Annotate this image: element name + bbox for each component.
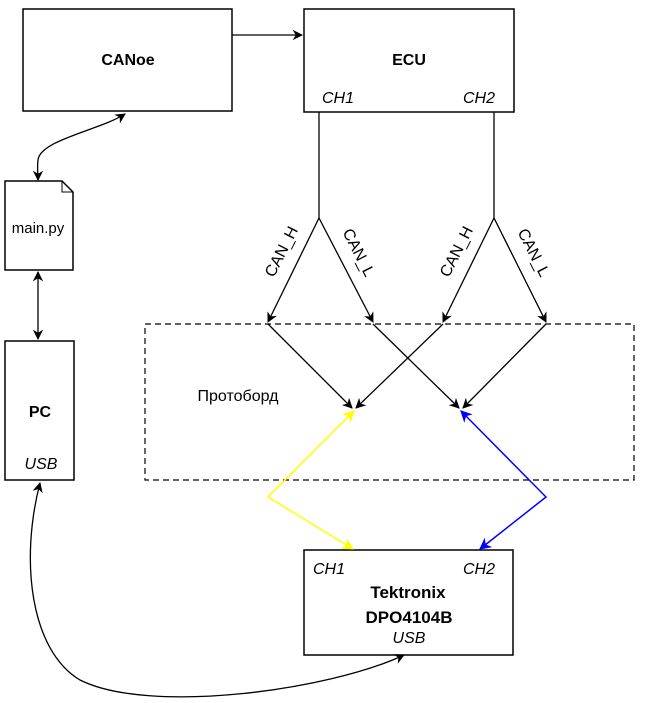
tektronix-ch1-label: CH1 — [313, 561, 345, 578]
protoboard: Протоборд — [144, 323, 635, 481]
can-h-label-ch1: CAN_H — [262, 224, 302, 280]
pc-label: PC — [29, 404, 52, 421]
probe-ch1-yellow — [266, 410, 355, 550]
protoboard-label: Протоборд — [198, 388, 280, 405]
can-l-label-ch2: CAN_L — [514, 226, 553, 280]
tektronix-ch2-label: CH2 — [463, 561, 495, 578]
ecu-label: ECU — [392, 52, 426, 69]
can-l-label-ch1: CAN_L — [339, 226, 378, 280]
ecu-ch1-label: CH1 — [322, 90, 354, 107]
pc-box: PC USB — [4, 340, 75, 481]
canoe-box: CANoe — [22, 8, 233, 112]
mainpy-label: main.py — [12, 220, 65, 237]
ecu-ch2-can-lines — [355, 112, 547, 409]
mainpy-document: main.py — [4, 180, 74, 271]
ecu-ch1-can-lines — [267, 112, 460, 409]
tektronix-name-line2: DPO4104B — [366, 608, 453, 627]
probe-ch2-blue — [460, 410, 548, 550]
canoe-label: CANoe — [101, 52, 154, 69]
arrow-canoe-mainpy — [32, 113, 126, 182]
pc-usb-label: USB — [25, 456, 58, 473]
tektronix-box: CH1 CH2 Tektronix DPO4104B USB — [303, 549, 514, 656]
arrow-pc-tektronix-usb — [29, 481, 405, 698]
ecu-ch2-label: CH2 — [463, 90, 495, 107]
tektronix-usb-label: USB — [393, 630, 426, 647]
can-h-label-ch2: CAN_H — [437, 224, 477, 280]
tektronix-name-line1: Tektronix — [370, 583, 446, 602]
ecu-box: ECU CH1 CH2 — [303, 8, 515, 113]
